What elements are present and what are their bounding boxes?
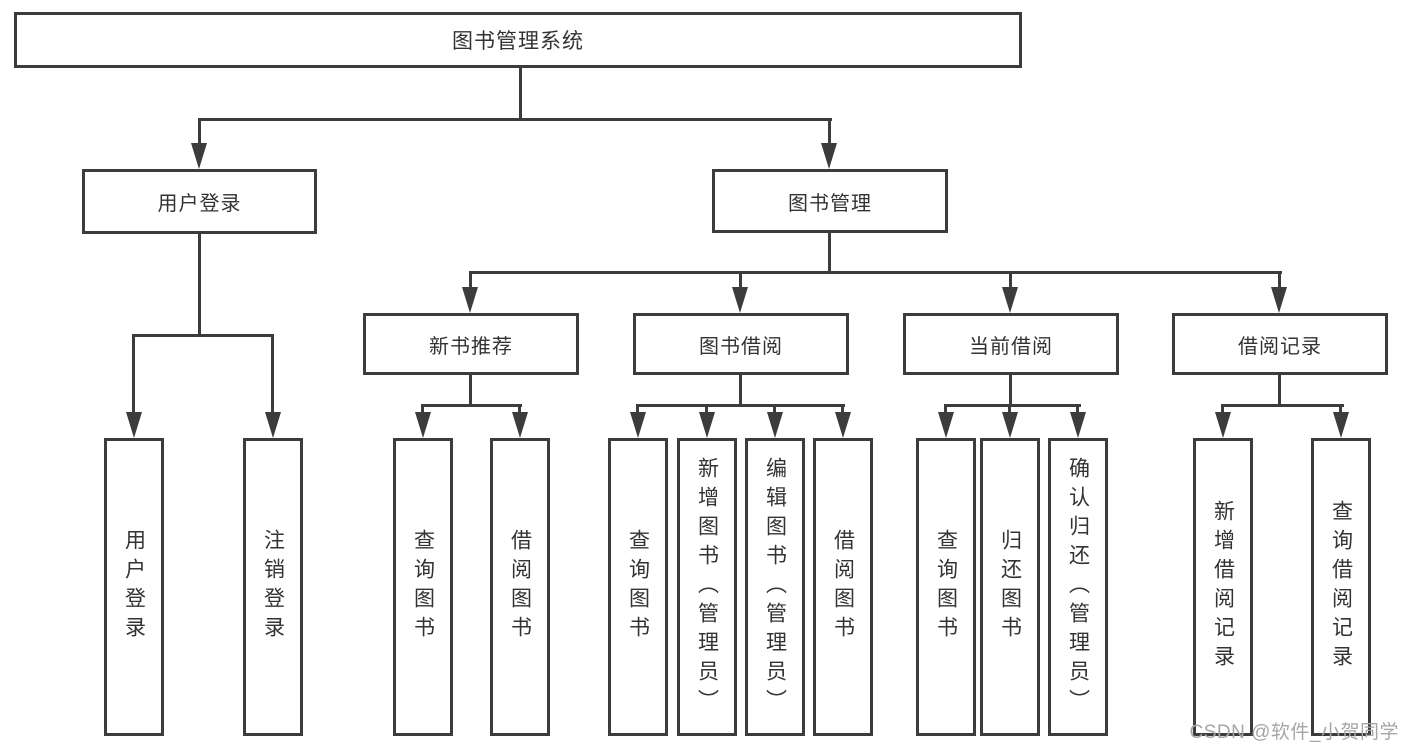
- connector-line: [421, 406, 424, 414]
- connector-line: [1009, 273, 1012, 289]
- arrowhead-down-icon: [191, 143, 207, 169]
- connector-line: [944, 406, 947, 414]
- connector-line: [519, 68, 522, 120]
- node-query-borrow-record: 查询借阅记录: [1311, 438, 1371, 736]
- node-current-borrowing: 当前借阅: [903, 313, 1119, 375]
- node-label: 借阅图书: [508, 529, 532, 645]
- node-label: 归还图书: [998, 529, 1022, 645]
- node-new-book-recommend: 新书推荐: [363, 313, 579, 375]
- arrowhead-down-icon: [1215, 412, 1231, 438]
- node-query-books-current: 查询图书: [916, 438, 976, 736]
- connector-line: [198, 234, 201, 336]
- connector-line: [469, 375, 472, 406]
- connector-line: [469, 273, 472, 289]
- node-label: 用户登录: [122, 529, 146, 645]
- node-logout-action: 注销登录: [243, 438, 303, 736]
- node-borrowing-records: 借阅记录: [1172, 313, 1388, 375]
- connector-line: [198, 120, 201, 146]
- connector-line: [518, 406, 521, 414]
- arrowhead-down-icon: [1002, 287, 1018, 313]
- arrowhead-down-icon: [265, 412, 281, 438]
- connector-line: [828, 233, 831, 273]
- connector-line: [1221, 404, 1344, 407]
- node-label: 图书管理: [788, 192, 872, 215]
- arrowhead-down-icon: [699, 412, 715, 438]
- connector-line: [636, 404, 845, 407]
- arrowhead-down-icon: [1070, 412, 1086, 438]
- node-label: 当前借阅: [969, 335, 1053, 358]
- arrowhead-down-icon: [938, 412, 954, 438]
- connector-line: [469, 271, 1282, 274]
- connector-line: [132, 336, 135, 414]
- connector-line: [198, 118, 832, 121]
- node-user-login: 用户登录: [82, 169, 317, 234]
- node-borrow-books-recommend: 借阅图书: [490, 438, 550, 736]
- node-label: 注销登录: [261, 529, 285, 645]
- arrowhead-down-icon: [630, 412, 646, 438]
- connector-line: [271, 336, 274, 414]
- arrowhead-down-icon: [1271, 287, 1287, 313]
- connector-line: [1221, 406, 1224, 414]
- node-label: 新增图书（管理员）: [695, 456, 719, 718]
- node-library-system: 图书管理系统: [14, 12, 1022, 68]
- connector-line: [944, 404, 1081, 407]
- node-label: 借阅记录: [1238, 335, 1322, 358]
- connector-line: [421, 404, 522, 407]
- node-confirm-return-admin: 确认归还（管理员）: [1048, 438, 1108, 736]
- arrowhead-down-icon: [821, 143, 837, 169]
- node-user-login-action: 用户登录: [104, 438, 164, 736]
- node-return-books: 归还图书: [980, 438, 1040, 736]
- arrowhead-down-icon: [1333, 412, 1349, 438]
- node-label: 新增借阅记录: [1211, 500, 1235, 674]
- connector-line: [1278, 375, 1281, 406]
- connector-line: [1008, 406, 1011, 414]
- node-query-books-recommend: 查询图书: [393, 438, 453, 736]
- arrowhead-down-icon: [732, 287, 748, 313]
- node-label: 借阅图书: [831, 529, 855, 645]
- connector-line: [739, 375, 742, 406]
- node-query-books-borrowing: 查询图书: [608, 438, 668, 736]
- arrowhead-down-icon: [512, 412, 528, 438]
- node-book-management: 图书管理: [712, 169, 948, 233]
- connector-line: [773, 406, 776, 414]
- arrowhead-down-icon: [835, 412, 851, 438]
- connector-line: [1009, 375, 1012, 406]
- connector-line: [739, 273, 742, 289]
- connector-line: [1278, 273, 1281, 289]
- connector-line: [828, 120, 831, 146]
- node-label: 图书管理系统: [452, 30, 584, 53]
- node-edit-books-admin: 编辑图书（管理员）: [745, 438, 805, 736]
- node-label: 查询图书: [626, 529, 650, 645]
- connector-line: [636, 406, 639, 414]
- node-add-borrow-record: 新增借阅记录: [1193, 438, 1253, 736]
- arrowhead-down-icon: [1002, 412, 1018, 438]
- node-label: 查询图书: [934, 529, 958, 645]
- node-label: 编辑图书（管理员）: [763, 456, 787, 718]
- node-label: 确认归还（管理员）: [1066, 456, 1090, 718]
- arrowhead-down-icon: [462, 287, 478, 313]
- watermark: CSDN @软件_小贺同学: [1189, 722, 1399, 743]
- arrowhead-down-icon: [767, 412, 783, 438]
- connector-line: [132, 334, 274, 337]
- node-borrow-books-borrowing: 借阅图书: [813, 438, 873, 736]
- arrowhead-down-icon: [126, 412, 142, 438]
- connector-line: [1076, 406, 1079, 414]
- node-label: 查询图书: [411, 529, 435, 645]
- node-add-books-admin: 新增图书（管理员）: [677, 438, 737, 736]
- node-label: 查询借阅记录: [1329, 500, 1353, 674]
- node-book-borrowing: 图书借阅: [633, 313, 849, 375]
- node-label: 图书借阅: [699, 335, 783, 358]
- node-label: 用户登录: [157, 193, 242, 215]
- node-label: 新书推荐: [429, 335, 513, 358]
- connector-line: [841, 406, 844, 414]
- connector-line: [1339, 406, 1342, 414]
- connector-line: [705, 406, 708, 414]
- arrowhead-down-icon: [415, 412, 431, 438]
